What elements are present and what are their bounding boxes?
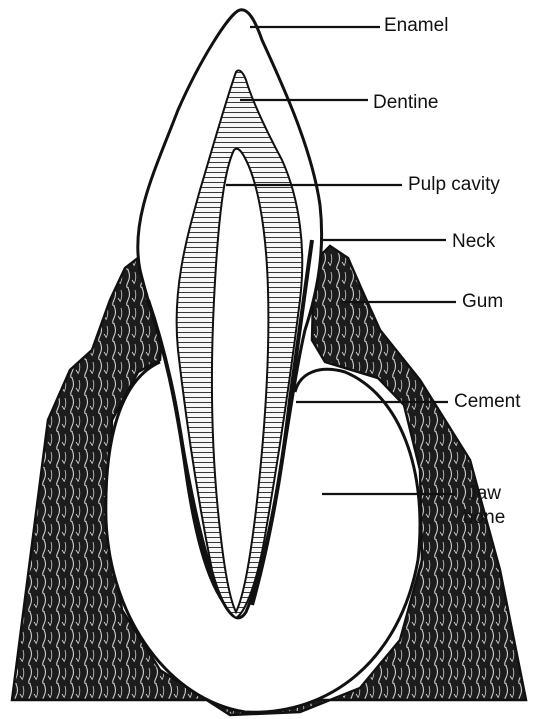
label-jaw-bone-line2: bone: [463, 507, 505, 528]
label-dentine: Dentine: [373, 92, 439, 114]
label-jaw-bone-line1: Jaw: [467, 483, 501, 504]
label-neck: Neck: [452, 231, 495, 253]
label-jaw-bone: Jaw bone: [463, 482, 505, 530]
label-pulp-cavity: Pulp cavity: [408, 174, 500, 196]
label-enamel: Enamel: [384, 15, 448, 37]
label-cement: Cement: [454, 391, 521, 413]
label-gum: Gum: [462, 291, 503, 313]
